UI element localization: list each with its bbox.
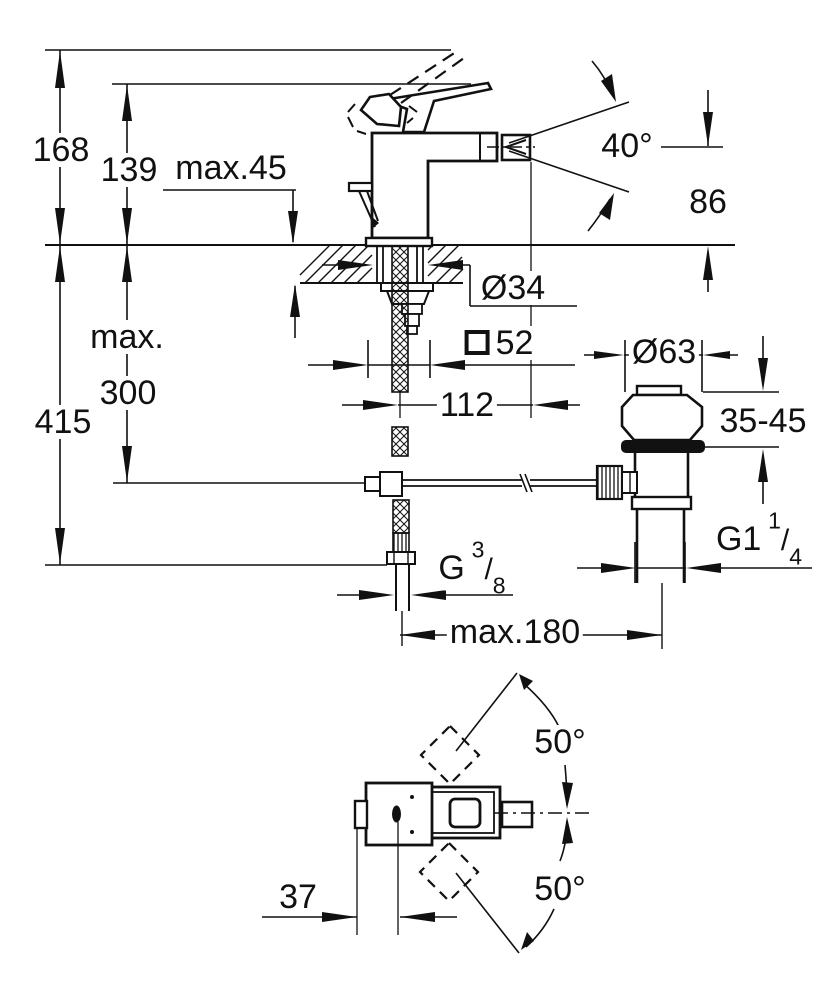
dim-35-45-label: 35-45 <box>716 404 810 438</box>
dim-square52-label: 52 <box>461 326 537 360</box>
dim-50deg-upper-label: 50° <box>531 725 589 759</box>
drain-seal <box>621 440 705 453</box>
supply-hose-upper <box>391 245 409 393</box>
handle-position-upper-dashed <box>419 724 481 786</box>
top-view-pivot <box>392 805 401 823</box>
top-view-spout-tip <box>500 800 534 829</box>
dim-max45-label: max.45 <box>172 151 290 185</box>
dim-300-label: 300 <box>96 376 160 410</box>
supply-hose-lower <box>392 499 410 534</box>
hose-ferrule <box>392 532 410 553</box>
faucet-body <box>370 131 499 240</box>
dimension-lines-front <box>45 49 735 649</box>
drain-rod-knob <box>595 464 624 501</box>
top-view-handle-stub <box>353 799 369 830</box>
arrowheads <box>55 51 768 950</box>
popup-rod <box>402 479 597 487</box>
thread-g38-label: G 3/8 <box>435 538 509 597</box>
drain-lift-knob <box>635 384 683 397</box>
thread-g114-label: G1 1/4 <box>712 509 806 568</box>
dim-max180-label: max.180 <box>446 615 584 649</box>
faucet-base-plate <box>364 236 434 248</box>
drain-joint <box>630 495 693 511</box>
faucet-front-view <box>347 49 630 611</box>
handle-raised-dashed <box>389 49 465 104</box>
g38-nut <box>386 551 416 565</box>
square-symbol-icon <box>464 330 490 355</box>
popup-tee-stub <box>364 476 381 492</box>
dim-86-label: 86 <box>686 185 730 219</box>
popup-knob <box>347 181 374 193</box>
handle-position-lower-dashed <box>418 841 480 903</box>
faucet-top-view <box>262 672 591 954</box>
dim-112-label: 112 <box>436 388 498 422</box>
faucet-handle-grip <box>359 92 403 128</box>
dim-415-label: 415 <box>31 405 95 439</box>
dim-max300-word-label: max. <box>87 320 167 354</box>
top-view-cartridge <box>448 797 482 829</box>
drain-flange <box>620 393 704 442</box>
spray-cone <box>508 101 630 193</box>
dim-dia63-label: Ø63 <box>628 335 700 369</box>
g38-tube <box>395 564 410 611</box>
popup-tee <box>379 471 403 497</box>
drain-assembly <box>577 336 812 583</box>
dim-37-label: 37 <box>276 880 320 914</box>
drain-tailpipe <box>635 509 686 583</box>
dim-168-label: 168 <box>29 133 93 167</box>
dim-139-label: 139 <box>97 153 161 187</box>
dim-40deg-label: 40° <box>598 129 656 163</box>
supply-hose-mid <box>391 426 409 457</box>
dim-50deg-lower-label: 50° <box>531 872 589 906</box>
dim-dia34-label: Ø34 <box>477 271 549 305</box>
